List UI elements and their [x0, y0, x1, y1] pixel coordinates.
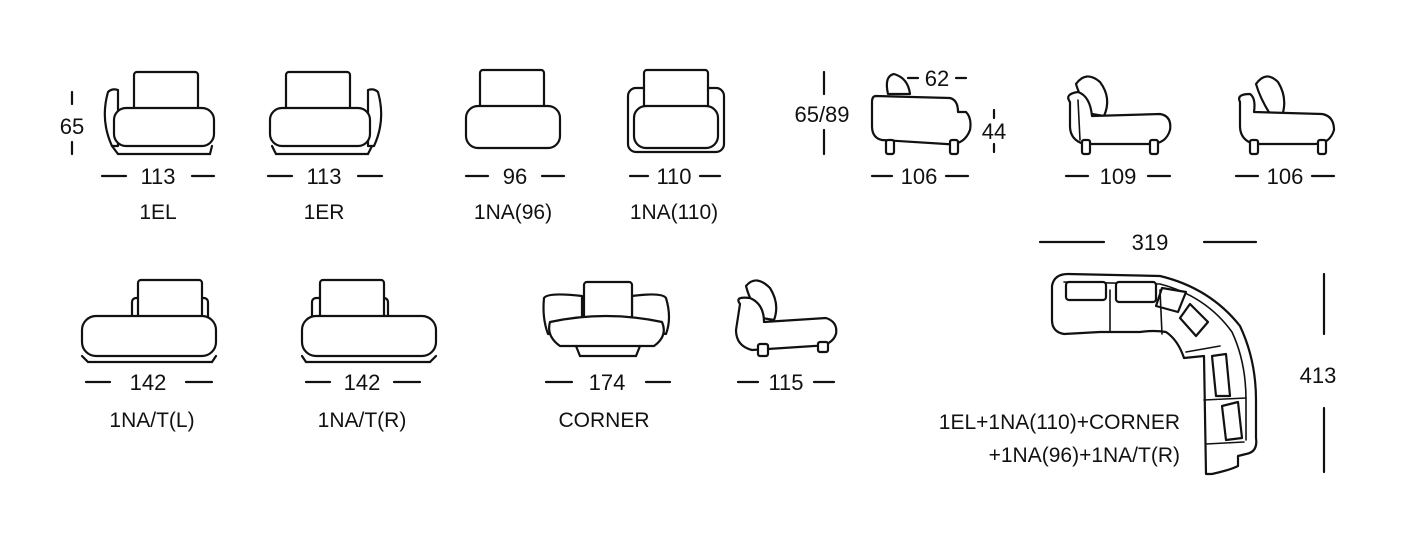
module-1na96-label: 1NA(96)	[474, 201, 552, 224]
module-1el-drawing	[103, 70, 216, 156]
module-1na-t-r-drawing	[300, 278, 438, 364]
module-1el-width: 113	[140, 164, 175, 189]
side-view-corner-drawing	[734, 279, 838, 358]
module-corner-width: 174	[589, 370, 626, 395]
composition-width: 319	[1132, 230, 1169, 255]
module-1na110-drawing	[626, 68, 726, 154]
composition-depth: 413	[1300, 363, 1337, 388]
module-1er-label: 1ER	[304, 201, 345, 224]
module-1el-label: 1EL	[139, 201, 176, 224]
side-view-c-drawing	[1238, 75, 1336, 156]
side-view-corner-depth: 115	[768, 370, 803, 395]
module-1na-t-r-width: 142	[344, 370, 381, 395]
module-1na-t-l-label: 1NA/T(L)	[109, 409, 194, 432]
side-view-a-height: 65/89	[794, 102, 849, 127]
module-1na-t-l-drawing	[80, 278, 218, 364]
side-view-a-seat-depth: 62	[925, 66, 949, 91]
side-view-a-seat-height: 44	[982, 119, 1006, 144]
module-1na-t-l-width: 142	[130, 370, 167, 395]
side-view-c-depth: 106	[1267, 164, 1304, 189]
module-1na110-label: 1NA(110)	[630, 201, 718, 224]
module-1na110-width: 110	[656, 164, 691, 189]
side-view-b-drawing	[1067, 75, 1172, 156]
side-view-b-depth: 109	[1100, 164, 1137, 189]
composition-label-line2: +1NA(96)+1NA/T(R)	[989, 444, 1180, 467]
composition-drawing	[1050, 272, 1258, 476]
module-corner-label: CORNER	[558, 409, 649, 432]
side-view-a-depth: 106	[901, 164, 938, 189]
composition-label-line1: 1EL+1NA(110)+CORNER	[939, 411, 1180, 434]
side-view-a-drawing	[870, 72, 972, 156]
module-1el-height: 65	[60, 114, 84, 139]
module-1er-width: 113	[306, 164, 341, 189]
module-1na-t-r-label: 1NA/T(R)	[318, 409, 407, 432]
module-1er-drawing	[268, 70, 383, 156]
module-1na96-drawing	[464, 68, 562, 150]
module-1na96-width: 96	[503, 164, 527, 189]
module-corner-drawing	[542, 280, 671, 358]
